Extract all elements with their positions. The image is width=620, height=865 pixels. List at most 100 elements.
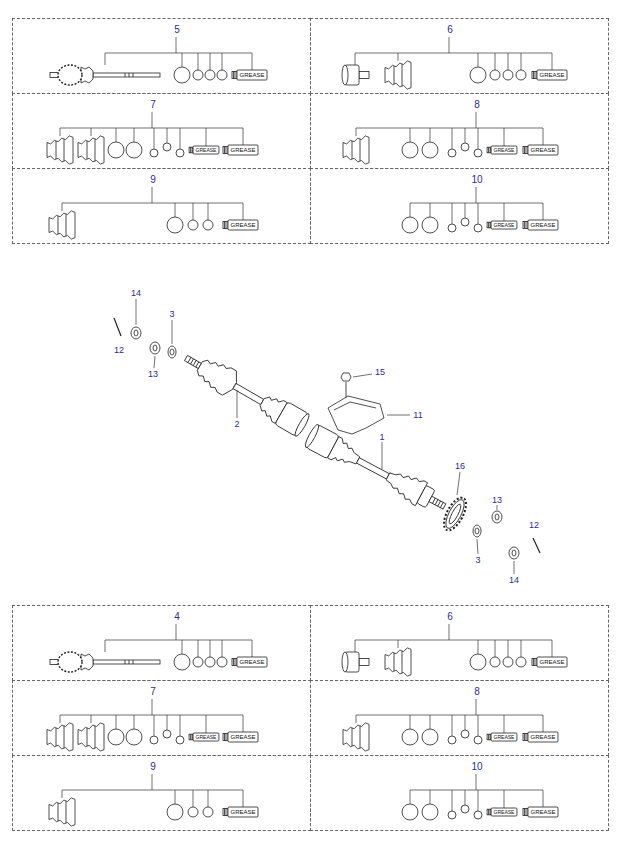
tube-cap bbox=[487, 147, 491, 153]
grease-label: GREASE bbox=[494, 223, 515, 228]
o-ring bbox=[516, 657, 526, 667]
nut bbox=[509, 547, 519, 559]
bracket-drop bbox=[552, 53, 553, 70]
kit-panel: 8 bbox=[310, 93, 609, 169]
kit-number: 8 bbox=[474, 687, 480, 697]
grease-tube bbox=[228, 220, 258, 230]
kit-number: 6 bbox=[447, 25, 453, 35]
o-ring bbox=[470, 654, 486, 670]
o-ring bbox=[470, 67, 486, 83]
bracket-drop bbox=[206, 128, 207, 146]
drive-shaft-right bbox=[357, 458, 390, 479]
cap-ribs bbox=[489, 809, 491, 815]
outer-joint bbox=[58, 652, 82, 672]
callout-number: 1 bbox=[379, 433, 384, 442]
bracket-drop bbox=[182, 640, 183, 654]
o-ring bbox=[205, 70, 215, 80]
housing-mouth bbox=[342, 65, 348, 85]
shaft-boot bbox=[81, 654, 93, 670]
o-ring bbox=[422, 729, 438, 745]
boot-fold bbox=[58, 801, 66, 823]
grease-tube bbox=[193, 146, 219, 154]
kit-bracket bbox=[356, 112, 543, 149]
spline-marks bbox=[125, 660, 133, 664]
bracket-drop bbox=[134, 715, 135, 729]
leader-lines bbox=[136, 299, 137, 325]
grease-label: GREASE bbox=[530, 809, 555, 815]
grease-label: GREASE bbox=[230, 734, 255, 740]
bracket-drop bbox=[154, 715, 155, 736]
bolt-head bbox=[341, 373, 351, 381]
o-ring bbox=[163, 143, 171, 151]
housing-mouth bbox=[342, 652, 348, 672]
o-ring bbox=[402, 217, 418, 233]
cap-ribs bbox=[524, 147, 526, 154]
bracket-drop bbox=[62, 203, 63, 211]
o-ring bbox=[176, 736, 184, 744]
grease-tube bbox=[528, 220, 558, 230]
bracket bbox=[328, 396, 384, 434]
o-ring bbox=[402, 142, 418, 158]
grease-label: GREASE bbox=[530, 147, 555, 153]
tone-wheel bbox=[447, 503, 463, 525]
o-ring bbox=[108, 142, 124, 158]
bracket-drop bbox=[222, 640, 223, 657]
grease-tube bbox=[528, 732, 558, 742]
drive-shaft-right bbox=[328, 437, 364, 471]
split-pin bbox=[114, 318, 121, 336]
o-ring bbox=[163, 730, 171, 738]
bracket-drop bbox=[355, 53, 356, 65]
kit-bracket bbox=[62, 187, 243, 220]
boot-fold bbox=[87, 726, 95, 748]
leader-lines bbox=[136, 299, 514, 574]
tube-cap bbox=[232, 659, 237, 666]
o-ring bbox=[188, 807, 198, 817]
leader-lines bbox=[457, 472, 460, 495]
callout-number: 12 bbox=[529, 521, 539, 530]
drive-shaft-right bbox=[432, 498, 443, 508]
o-ring bbox=[474, 736, 482, 744]
kit-panel: 8 bbox=[310, 680, 609, 756]
o-ring bbox=[516, 70, 526, 80]
bracket-drop bbox=[182, 53, 183, 67]
cap-ribs bbox=[524, 734, 526, 741]
bracket-drop bbox=[430, 790, 431, 804]
bracket-drop bbox=[452, 128, 453, 149]
bracket-drop bbox=[243, 715, 244, 732]
grease-label: GREASE bbox=[230, 809, 255, 815]
o-ring bbox=[422, 804, 438, 820]
grease-label: GREASE bbox=[196, 735, 217, 740]
grease-tube bbox=[237, 70, 267, 80]
grease-label: GREASE bbox=[230, 222, 255, 228]
boot-fold bbox=[56, 726, 64, 748]
bracket-drop bbox=[210, 640, 211, 657]
kit-parts bbox=[47, 37, 567, 826]
bracket-drop bbox=[398, 53, 399, 61]
grease-tube bbox=[228, 145, 258, 155]
o-ring bbox=[448, 149, 456, 157]
grease-tube bbox=[193, 733, 219, 741]
kit-bracket bbox=[355, 624, 552, 657]
leader-lines bbox=[172, 320, 173, 344]
housing-stub bbox=[359, 72, 369, 79]
bracket-drop bbox=[243, 128, 244, 145]
bracket-drop bbox=[198, 53, 199, 70]
leader-lines bbox=[382, 442, 383, 469]
bracket-line bbox=[410, 774, 543, 790]
boot bbox=[47, 136, 73, 164]
bracket-edge bbox=[334, 402, 376, 410]
kit-panel: 10 bbox=[310, 755, 609, 831]
o-ring bbox=[174, 67, 190, 83]
leader-lines bbox=[353, 374, 372, 377]
o-ring bbox=[205, 657, 215, 667]
tube-cap bbox=[523, 734, 528, 741]
kit-number: 5 bbox=[174, 25, 180, 35]
tube-cap bbox=[487, 734, 491, 740]
cap-ribs bbox=[191, 147, 193, 153]
spline-marks bbox=[125, 73, 133, 77]
callout-number: 14 bbox=[509, 576, 519, 585]
tube-cap bbox=[223, 147, 228, 154]
bracket-drop bbox=[410, 128, 411, 142]
grease-tube bbox=[228, 732, 258, 742]
bracket-drop bbox=[478, 203, 479, 224]
